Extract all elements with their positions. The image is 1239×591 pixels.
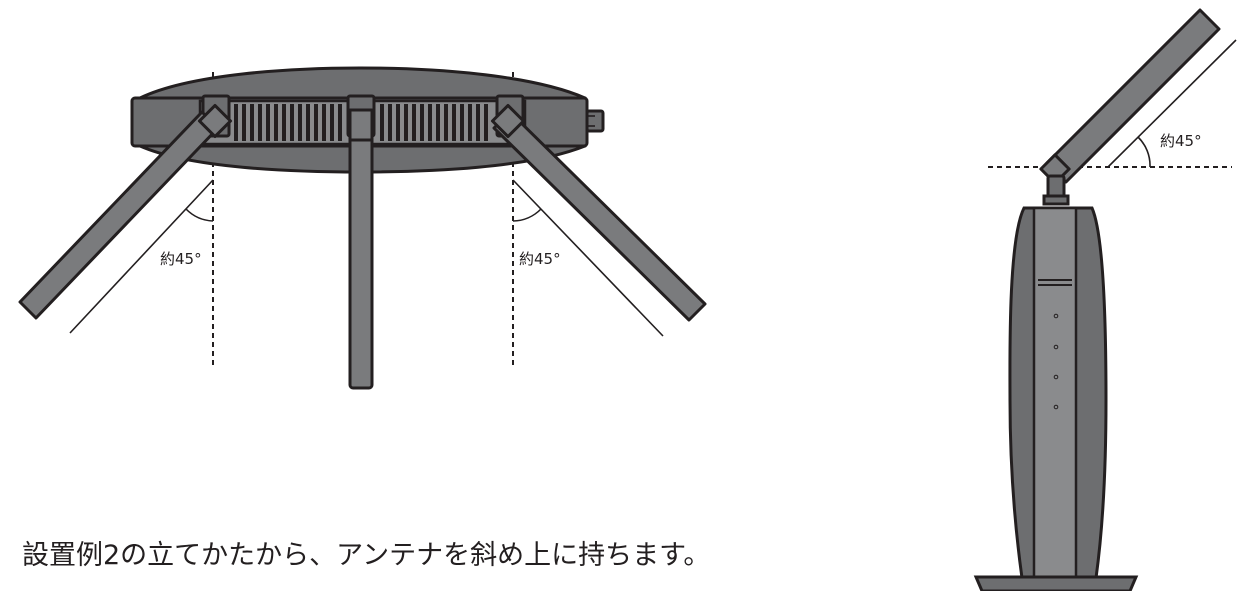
- side-view: 約45°: [973, 8, 1237, 591]
- front-view: 約45° 約45°: [18, 66, 707, 390]
- led-4: [1053, 404, 1059, 410]
- diagonal-parallel-guide: [1107, 39, 1237, 168]
- left-angle-label: 約45°: [160, 250, 202, 268]
- led-2: [1053, 344, 1059, 350]
- caption-text: 設置例2の立てかたから、アンテナを斜め上に持ちます。: [22, 540, 711, 571]
- right-angle-arc: [512, 208, 542, 222]
- side-angle-arc: [1137, 136, 1151, 168]
- led-1: [1053, 313, 1059, 319]
- side-antenna: [1039, 8, 1221, 206]
- right-parallel-guide: [512, 179, 664, 337]
- left-angle-arc: [185, 208, 214, 222]
- right-angle-label: 約45°: [519, 250, 561, 268]
- right-antenna: [490, 103, 707, 322]
- center-antenna: [348, 108, 374, 390]
- router-stand: [973, 575, 1139, 591]
- led-3: [1053, 374, 1059, 380]
- left-antenna: [18, 103, 233, 320]
- side-port: [585, 109, 605, 133]
- side-router-body: [973, 206, 1139, 591]
- left-parallel-guide: [69, 179, 214, 334]
- vent-slots: [234, 104, 488, 141]
- side-angle-label: 約45°: [1160, 132, 1202, 150]
